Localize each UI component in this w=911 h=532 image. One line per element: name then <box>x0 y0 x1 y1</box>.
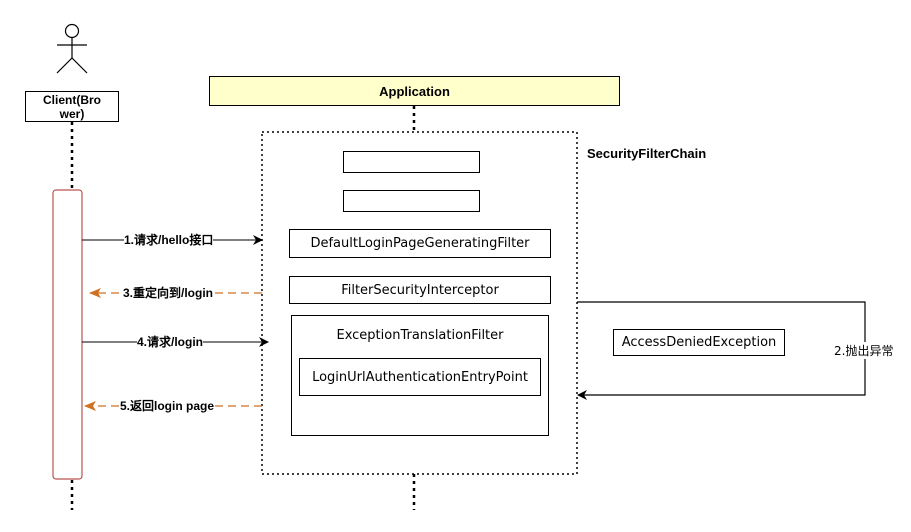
application-label: Application <box>379 83 450 99</box>
filter-security-interceptor: FilterSecurityInterceptor <box>289 276 551 304</box>
actor-label-text: Client(Bro wer) <box>43 92 101 121</box>
filter-security-interceptor-label: FilterSecurityInterceptor <box>341 282 499 298</box>
client-activation-bar <box>52 189 83 480</box>
message-1-label: 1.请求/hello接口 <box>124 233 214 247</box>
access-denied-exception-label: AccessDeniedException <box>621 335 777 350</box>
application-box: Application <box>209 76 620 106</box>
filter-blank-1 <box>343 151 480 173</box>
actor-label: Client(Bro wer) <box>25 91 119 122</box>
throw-exception-label: 2.抛出异常 <box>834 342 894 359</box>
exception-translation-filter-label: ExceptionTranslationFilter <box>336 328 504 343</box>
security-filter-chain-title: SecurityFilterChain <box>587 146 707 161</box>
security-filter-chain-frame <box>261 131 578 475</box>
actor-icon <box>56 23 88 74</box>
default-login-page-generating-filter: DefaultLoginPageGeneratingFilter <box>289 229 551 258</box>
message-5-label: 5.返回login page <box>120 399 215 413</box>
login-url-authentication-entry-point: LoginUrlAuthenticationEntryPoint <box>299 358 541 396</box>
default-login-page-generating-filter-label: DefaultLoginPageGeneratingFilter <box>310 236 530 251</box>
message-4-label: 4.请求/login <box>137 335 204 349</box>
access-denied-exception: AccessDeniedException <box>613 329 785 356</box>
filter-blank-2 <box>343 190 480 212</box>
login-url-authentication-entry-point-label: LoginUrlAuthenticationEntryPoint <box>312 369 528 385</box>
message-3-label: 3.重定向到/login <box>123 286 214 300</box>
